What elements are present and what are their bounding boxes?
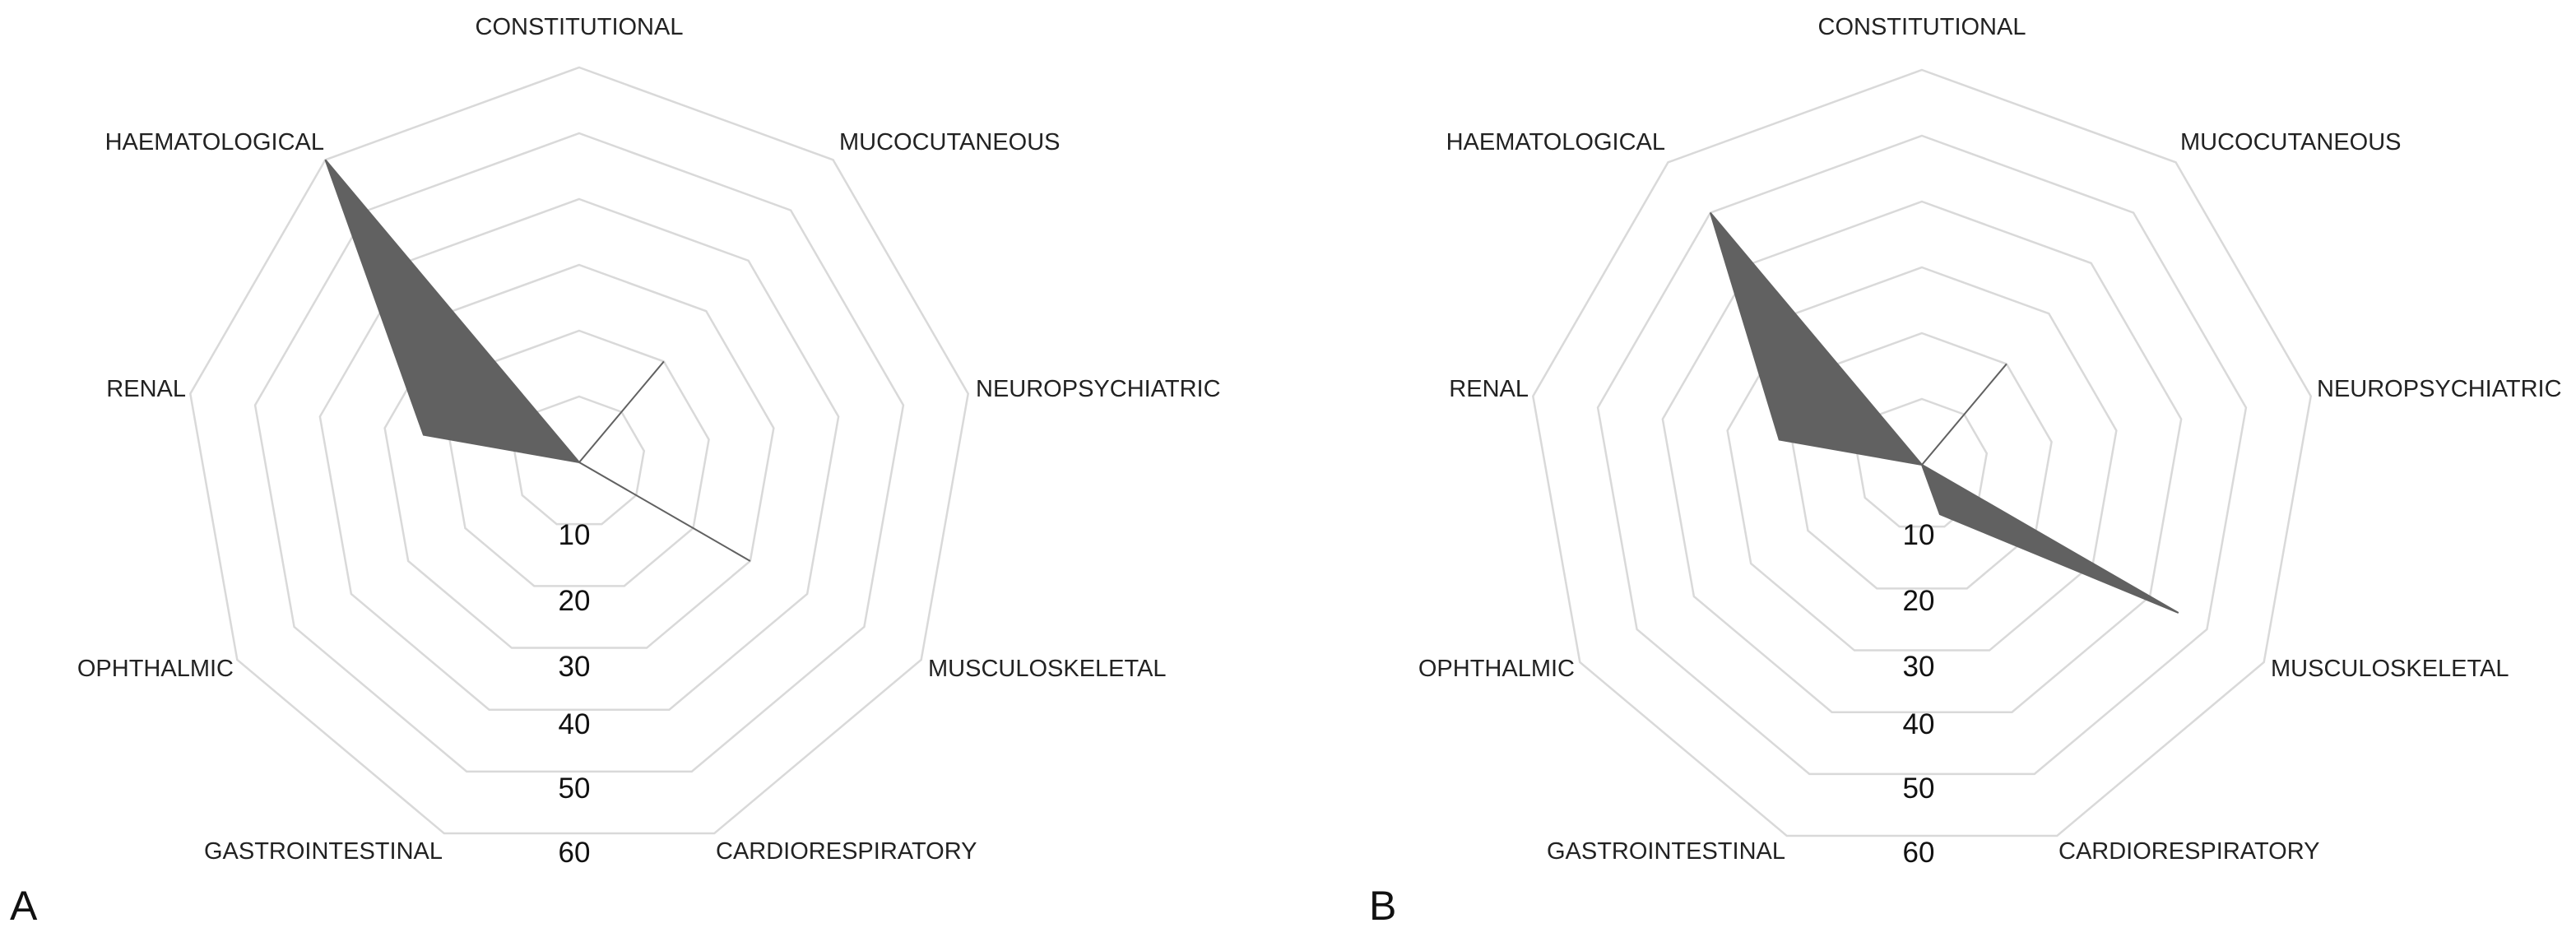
grid-ring — [188, 66, 970, 835]
axis-label: OPHTHALMIC — [1418, 656, 1575, 682]
axis-label: MUCOCUTANEOUS — [2180, 129, 2402, 155]
axis-label: GASTROINTESTINAL — [1547, 838, 1785, 865]
grid-ring — [318, 197, 840, 711]
grid-ring — [1531, 68, 2313, 837]
axis-label: MUCOCUTANEOUS — [839, 129, 1061, 155]
tick-label: 10 — [559, 519, 591, 551]
radar-chart-a: CONSTITUTIONAL MUCOCUTANEOUS NEUROPSYCHIAT… — [10, 14, 1221, 929]
axis-label: CARDIORESPIRATORY — [716, 838, 977, 865]
tick-label: 30 — [559, 651, 591, 683]
tick-label: 20 — [559, 585, 591, 617]
tick-label: 50 — [1903, 772, 1935, 805]
tick-label: 60 — [559, 837, 591, 869]
data-area — [1709, 211, 2179, 614]
axis-label: NEUROPSYCHIATRIC — [2317, 376, 2562, 402]
grid-ring — [253, 132, 905, 773]
grid-ring — [1596, 134, 2248, 776]
tick-label: 40 — [1903, 708, 1935, 740]
tick-label: 60 — [1903, 837, 1935, 869]
axis-label: MUSCULOSKELETAL — [2271, 656, 2509, 682]
tick-label: 20 — [1903, 585, 1935, 617]
panel-label: B — [1369, 883, 1396, 929]
axis-label: CONSTITUTIONAL — [476, 14, 684, 40]
axis-label: HAEMATOLOGICAL — [105, 129, 324, 155]
axis-label: CONSTITUTIONAL — [1818, 14, 2026, 40]
axis-label: CARDIORESPIRATORY — [2058, 838, 2319, 865]
radar-chart-b: CONSTITUTIONAL MUCOCUTANEOUS NEUROPSYCHIAT… — [1369, 14, 2562, 929]
tick-label: 40 — [559, 708, 591, 740]
axis-label: RENAL — [106, 376, 186, 402]
axis-label: NEUROPSYCHIATRIC — [976, 376, 1221, 402]
axis-label: MUSCULOSKELETAL — [928, 656, 1167, 682]
axis-label: OPHTHALMIC — [77, 656, 234, 682]
tick-label: 30 — [1903, 651, 1935, 683]
grid-ring — [1661, 200, 2183, 713]
axis-label: HAEMATOLOGICAL — [1446, 129, 1665, 155]
data-area — [324, 159, 751, 562]
tick-label: 50 — [559, 772, 591, 805]
axis-label: RENAL — [1449, 376, 1529, 402]
tick-label: 10 — [1903, 519, 1935, 551]
axis-label: GASTROINTESTINAL — [204, 838, 443, 865]
panel-label: A — [10, 883, 38, 929]
